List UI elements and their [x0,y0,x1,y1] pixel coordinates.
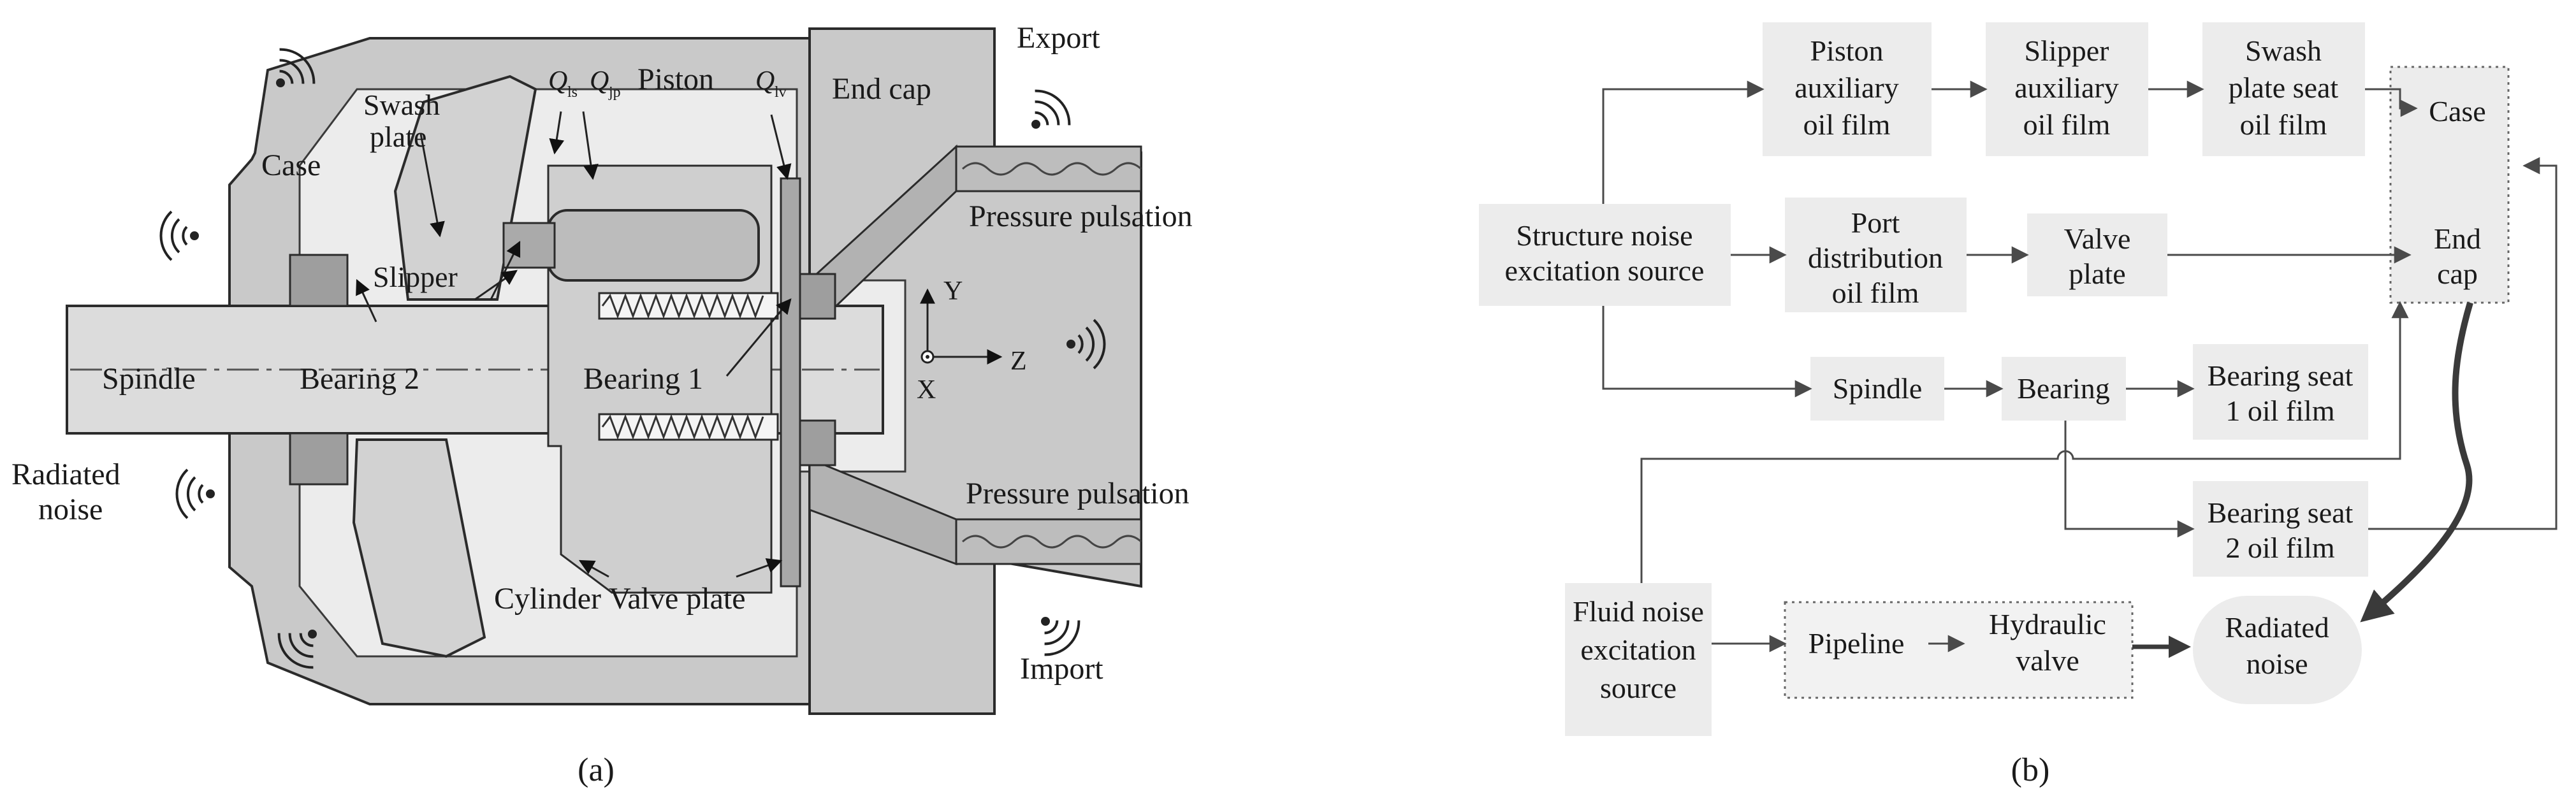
text-slipper-film-1: Slipper [2025,34,2109,67]
noise-flowchart: Piston auxiliary oil film Slipper auxili… [1479,22,2558,788]
swash-plate-top [393,75,537,301]
node-bearing [2002,357,2126,421]
leader-lines [356,111,792,578]
node-fluid-source [1565,583,1712,736]
coordinate-axes [920,288,1003,364]
label-axis-y: Y [943,277,963,306]
label-q-jp: Q jp [590,66,621,101]
text-bearing-seat-2-1: Bearing seat [2208,496,2354,529]
text-swash-film-1: Swash [2245,34,2322,67]
text-bearing: Bearing [2017,372,2110,405]
label-noise: noise [38,493,103,526]
node-bearing-seat-2 [2193,481,2368,577]
valve-plate-part [780,177,801,588]
text-port-film-3: oil film [1832,277,1919,309]
label-axis-z: Z [1010,347,1027,376]
text-case: Case [2429,95,2485,127]
text-structure-source-1: Structure noise [1516,219,1692,252]
text-slipper-film-2: auxiliary [2014,71,2119,104]
svg-text:lv: lv [775,84,787,101]
label-bearing-2: Bearing 2 [300,362,419,396]
node-structure-source [1479,204,1731,306]
text-pipeline: Pipeline [1808,627,1905,660]
text-hydraulic-valve-1: Hydraulic [1989,608,2106,640]
node-swash-film [2202,22,2365,156]
label-pressure-pulsation-bottom: Pressure pulsation [966,477,1190,510]
label-q-lv: Q lv [755,66,787,101]
label-case: Case [261,148,321,182]
pump-cross-section: Export End cap Swash plate Case Q ls Q j… [11,21,1193,788]
flow-connectors [1602,80,2558,653]
node-slipper-film [1986,22,2148,156]
text-fluid-source-1: Fluid noise [1573,595,1704,628]
node-bearing-seat-1 [2193,344,2368,440]
label-cylinder: Cylinder [494,582,601,616]
arrow-endcap-to-noise [2360,301,2473,623]
label-q-ls: Q ls [548,66,578,101]
spring-top [598,292,779,320]
text-slipper-film-3: oil film [2023,108,2111,141]
text-bearing-seat-2-2: 2 oil film [2225,531,2334,564]
text-piston-film-3: oil film [1803,108,1891,141]
text-hydraulic-valve-2: valve [2016,644,2079,677]
import-pipe [808,457,1142,566]
text-fluid-source-3: source [1600,672,1677,704]
label-plate: plate [370,120,426,153]
sound-wave-icon [159,48,1106,669]
text-bearing-seat-1-1: Bearing seat [2208,359,2354,392]
text-swash-film-2: plate seat [2229,71,2339,104]
text-fluid-source-2: excitation [1580,633,1696,666]
text-structure-source-2: excitation source [1505,254,1705,287]
caption-a: (a) [578,752,615,788]
text-radiated-noise-2: noise [2246,647,2308,680]
node-port-film [1785,198,1967,312]
spring-bottom [598,413,779,441]
node-radiated-noise [2193,596,2362,704]
svg-text:jp: jp [608,84,621,101]
text-swash-film-3: oil film [2240,108,2327,141]
label-bearing-1: Bearing 1 [583,362,703,396]
swash-plate-bottom [352,438,486,658]
text-radiated-noise-1: Radiated [2225,611,2329,644]
svg-text:Q: Q [755,66,775,96]
svg-text:ls: ls [567,84,578,101]
label-swash: Swash [363,89,440,121]
text-valve-plate-2: plate [2069,257,2125,290]
label-radiated: Radiated [11,458,120,491]
label-end-cap: End cap [832,72,931,106]
text-end-cap-2: cap [2437,257,2478,290]
svg-text:Q: Q [548,66,567,96]
panel-a-labels: Export End cap Swash plate Case Q ls Q j… [11,21,1193,686]
text-piston-film-2: auxiliary [1794,71,1899,104]
label-axis-x: X [917,375,936,405]
node-spindle [1810,357,1944,421]
text-piston-film-1: Piston [1810,34,1883,67]
text-valve-plate-1: Valve [2064,222,2131,255]
bearing-2 [289,254,349,486]
text-end-cap-1: End [2434,222,2481,255]
text-port-film-1: Port [1851,206,1900,239]
label-spindle: Spindle [102,362,196,396]
label-export: Export [1017,21,1100,55]
label-slipper: Slipper [373,261,458,293]
label-valve-plate: Valve plate [609,582,746,616]
label-pressure-pulsation-top: Pressure pulsation [969,199,1193,233]
piston-top [502,209,760,282]
text-port-film-2: distribution [1808,242,1943,274]
text-spindle: Spindle [1833,372,1923,405]
caption-b: (b) [2011,752,2050,788]
label-import: Import [1020,652,1103,686]
text-bearing-seat-1-2: 1 oil film [2225,394,2334,427]
node-piston-film [1763,22,1932,156]
label-piston: Piston [637,62,714,96]
node-valve-plate [2027,213,2167,296]
svg-text:Q: Q [590,66,609,96]
panel-b-labels: Piston auxiliary oil film Slipper auxili… [1505,34,2486,704]
